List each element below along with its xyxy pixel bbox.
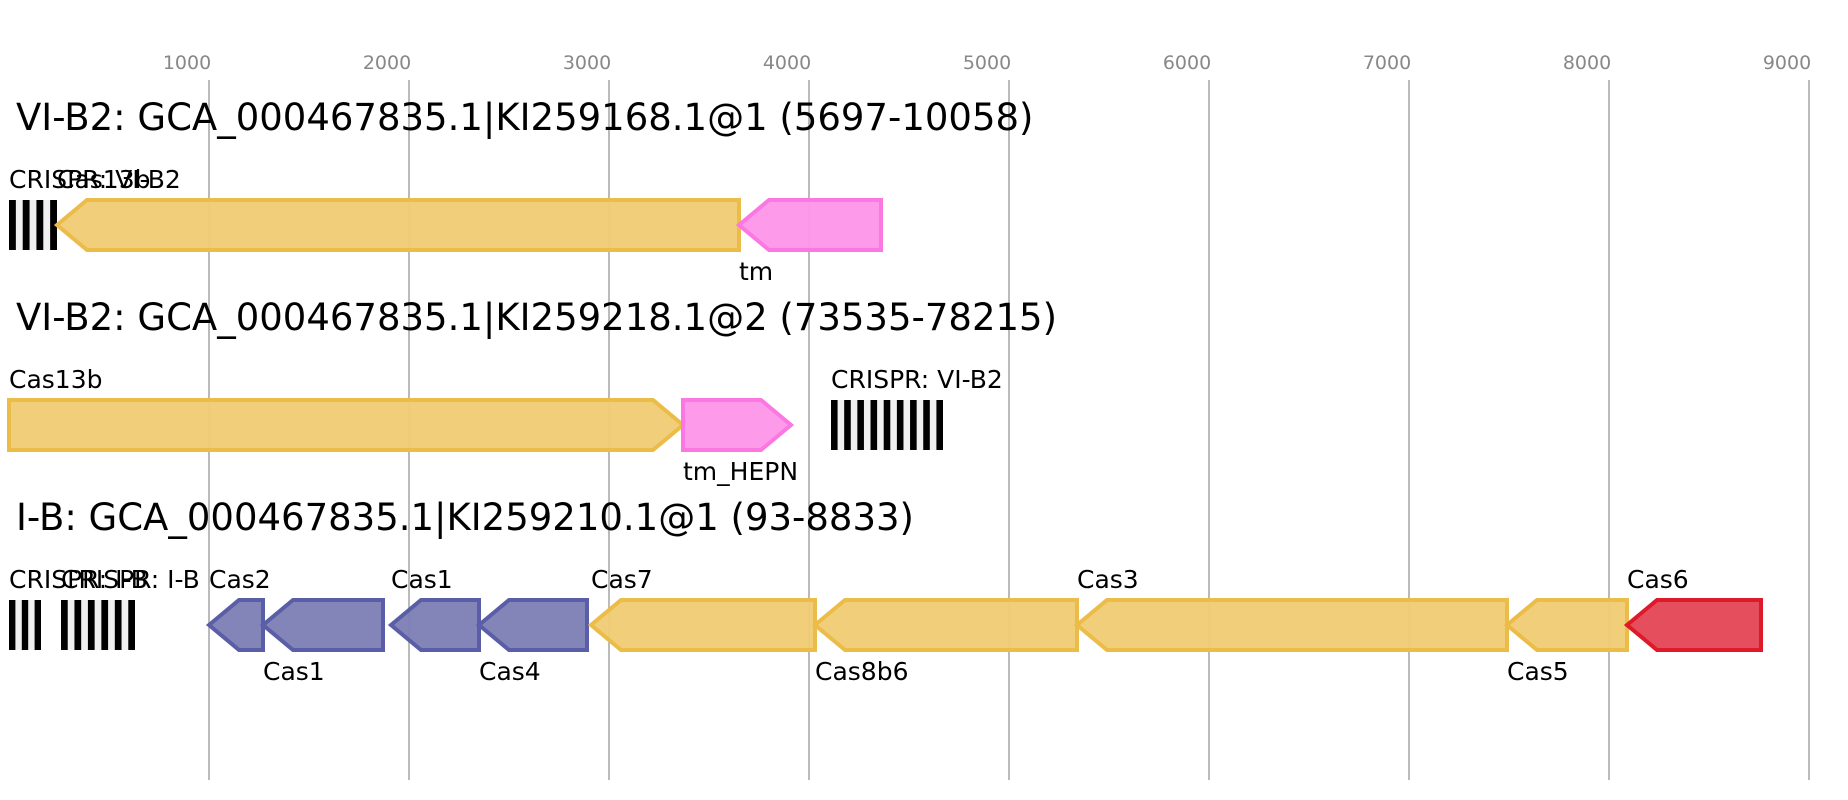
gene-arrow[interactable]: Cas1: [259, 598, 385, 686]
axis-tick-label: 6000: [1163, 52, 1211, 74]
feature-label: Cas6: [1627, 565, 1689, 594]
crispr-background: [61, 600, 135, 650]
crispr-repeat: [22, 200, 30, 250]
feature-label: CRISPR: VI-B2: [831, 365, 1003, 394]
locus-track: VI-B2: GCA_000467835.1|KI259218.1@2 (735…: [7, 296, 1057, 486]
axis-tick-label: 5000: [963, 52, 1011, 74]
feature-label: Cas13b: [57, 165, 150, 194]
axis-tick-label: 2000: [363, 52, 411, 74]
gene-shape: [681, 398, 795, 452]
gene-arrow[interactable]: Cas6: [1623, 565, 1763, 652]
crispr-repeat: [101, 600, 109, 650]
crispr-array[interactable]: CRISPR: VI-B2: [831, 365, 1003, 450]
locus-track: VI-B2: GCA_000467835.1|KI259168.1@1 (569…: [9, 96, 1033, 286]
crispr-array[interactable]: CRISPR: I-B: [9, 565, 148, 650]
crispr-repeat: [910, 400, 917, 450]
crispr-repeat: [128, 600, 135, 650]
feature-label: Cas1: [263, 657, 325, 686]
gene-shape: [735, 198, 883, 252]
gene-shape: [475, 598, 589, 652]
crispr-array[interactable]: CRISPR: I-B: [61, 565, 200, 650]
crispr-repeat: [9, 600, 16, 650]
axis-tick-label: 8000: [1563, 52, 1611, 74]
gene-arrow[interactable]: Cas5: [1503, 598, 1629, 686]
crispr-repeat: [870, 400, 878, 450]
gene-shape: [1623, 598, 1763, 652]
gene-shape: [7, 398, 687, 452]
gene-shape: [53, 198, 741, 252]
locus-track: I-B: GCA_000467835.1|KI259210.1@1 (93-88…: [9, 496, 1763, 686]
crispr-repeat: [883, 400, 891, 450]
gene-shape: [811, 598, 1079, 652]
gene-shape: [205, 598, 265, 652]
feature-label: tm_HEPN: [683, 457, 798, 486]
gene-shape: [387, 598, 481, 652]
crispr-repeat: [50, 200, 57, 250]
axis-tick-label: 7000: [1363, 52, 1411, 74]
feature-label: Cas3: [1077, 565, 1139, 594]
crispr-repeat: [896, 400, 904, 450]
axis-ticks: 1000 2000 3000 4000 5000 6000 7000 8000 9000: [163, 52, 1811, 74]
gene-arrow[interactable]: Cas3: [1073, 565, 1509, 652]
gene-arrow[interactable]: Cas4: [475, 598, 589, 686]
feature-label: Cas1: [391, 565, 453, 594]
crispr-repeat: [114, 600, 122, 650]
feature-label: CRISPR: VI-B2: [9, 165, 181, 194]
crispr-repeat: [923, 400, 930, 450]
feature-label: Cas5: [1507, 657, 1569, 686]
feature-label: Cas4: [479, 657, 541, 686]
crispr-repeat: [9, 200, 16, 250]
crispr-repeat: [61, 600, 68, 650]
gene-shape: [1073, 598, 1509, 652]
axis-tick-label: 4000: [763, 52, 811, 74]
axis-tick-label: 1000: [163, 52, 211, 74]
feature-label: Cas8b6: [815, 657, 908, 686]
locus-title: VI-B2: GCA_000467835.1|KI259168.1@1 (569…: [16, 96, 1033, 139]
gene-shape: [259, 598, 385, 652]
locus-title: VI-B2: GCA_000467835.1|KI259218.1@2 (735…: [16, 296, 1057, 339]
crispr-repeat: [34, 600, 41, 650]
gene-arrow[interactable]: tm_HEPN: [681, 398, 798, 486]
crispr-repeat: [844, 400, 851, 450]
crispr-repeat: [831, 400, 838, 450]
gene-arrow[interactable]: Cas13b: [7, 365, 687, 452]
gene-arrow[interactable]: Cas2: [205, 565, 271, 652]
feature-label: Cas2: [209, 565, 271, 594]
feature-label: Cas7: [591, 565, 653, 594]
crispr-repeat: [936, 400, 943, 450]
crispr-repeat: [21, 600, 29, 650]
crispr-repeat: [74, 600, 82, 650]
feature-label: Cas13b: [9, 365, 102, 394]
crispr-repeat: [36, 200, 44, 250]
gene-arrow[interactable]: Cas1: [387, 565, 481, 652]
gene-shape: [1503, 598, 1629, 652]
gene-arrow[interactable]: Cas13b: [53, 165, 741, 252]
crispr-background: [9, 200, 57, 250]
gene-shape: [587, 598, 817, 652]
locus-title: I-B: GCA_000467835.1|KI259210.1@1 (93-88…: [16, 496, 914, 539]
feature-label: CRISPR: I-B: [9, 565, 148, 594]
crispr-repeat: [87, 600, 95, 650]
crispr-repeat: [857, 400, 864, 450]
axis-tick-label: 3000: [563, 52, 611, 74]
axis-tick-label: 9000: [1763, 52, 1811, 74]
gene-arrow[interactable]: Cas7: [587, 565, 817, 652]
feature-label: CRISPR: I-B: [61, 565, 200, 594]
gene-arrow[interactable]: Cas8b6: [811, 598, 1079, 686]
crispr-array[interactable]: CRISPR: VI-B2: [9, 165, 181, 250]
grid-layer: [208, 80, 1810, 780]
feature-label: tm: [739, 257, 773, 286]
loci: VI-B2: GCA_000467835.1|KI259168.1@1 (569…: [7, 96, 1763, 686]
gene-arrow[interactable]: tm: [735, 198, 883, 286]
